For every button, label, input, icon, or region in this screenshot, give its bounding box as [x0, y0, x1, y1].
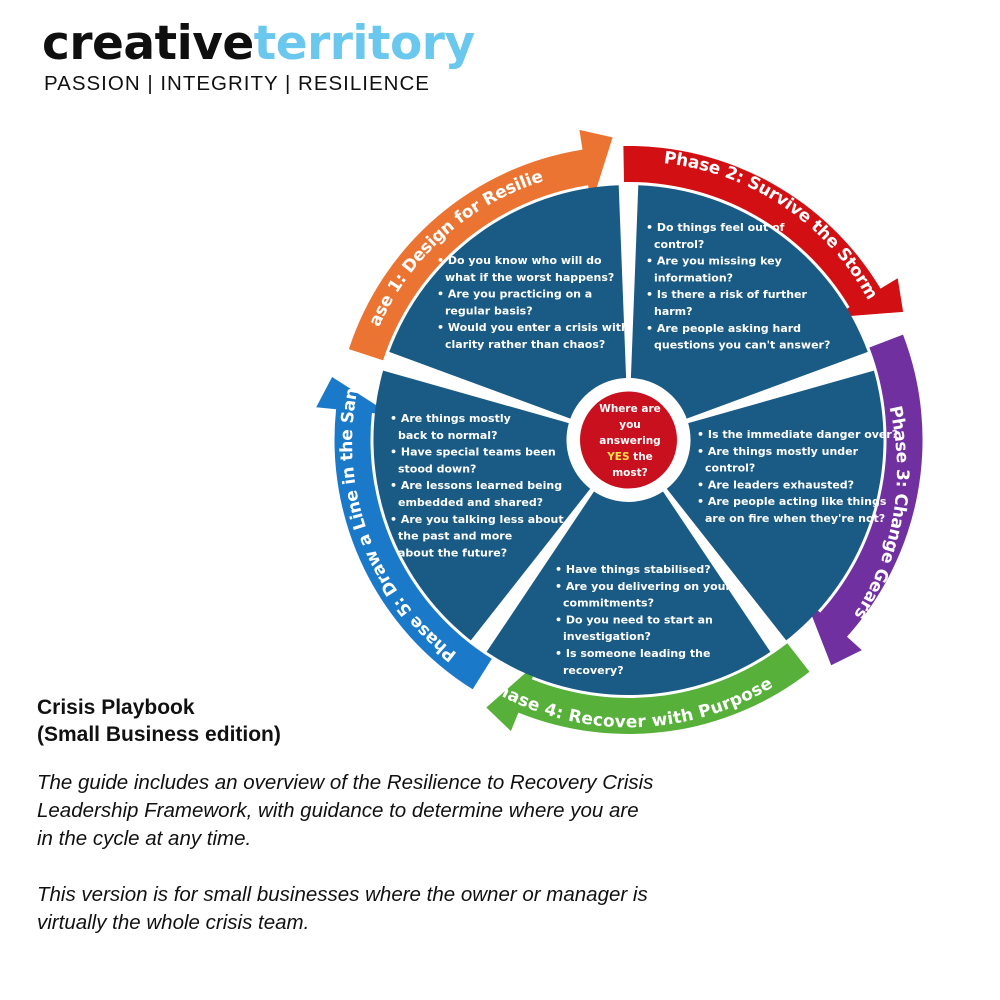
phase-1-question-line: • Would you enter a crisis with: [437, 321, 629, 334]
phase-5-question-line: • Have special teams been: [390, 446, 556, 459]
brand-header: creativeterritory PASSION | INTEGRITY | …: [42, 14, 475, 96]
phase-5-arrow: [316, 377, 492, 690]
phase-4-segment: [486, 491, 771, 696]
center-question-line-5: most?: [612, 467, 648, 479]
phase-3-question-line: • Are leaders exhausted?: [697, 478, 854, 491]
phase-1-question-line: clarity rather than chaos?: [445, 338, 605, 351]
phase-5-segment: [373, 370, 591, 641]
playbook-title-line-1: Crisis Playbook: [37, 696, 195, 719]
phase-2-question-line: • Are people asking hard: [646, 322, 801, 335]
phase-3-question-line: • Are people acting like things: [697, 495, 887, 508]
phase-1-segment: [389, 185, 627, 419]
center-yes: YES: [606, 451, 629, 463]
phase-4-question-line: • Is someone leading the: [555, 647, 710, 660]
center-question-line-1: Where are: [599, 403, 661, 415]
phase-2-question-line: • Is there a risk of further: [646, 288, 807, 301]
phase-3-segment: [666, 370, 884, 641]
playbook-description: The guide includes an overview of the Re…: [37, 769, 657, 937]
phase-2-arrow: [623, 145, 904, 318]
phase-5-question-line: back to normal?: [398, 429, 497, 442]
description-paragraph-1: The guide includes an overview of the Re…: [37, 771, 654, 850]
playbook-title-line-2: (Small Business edition): [37, 723, 281, 746]
center-question-line-4: YES the: [606, 451, 653, 463]
phase-2-question-line: control?: [654, 238, 704, 251]
phase-5-question-line: embedded and shared?: [398, 496, 543, 509]
phase-2-segment: [630, 185, 868, 419]
phase-5-question-line: stood down?: [398, 462, 476, 475]
phase-2-question-line: • Do things feel out of: [646, 221, 785, 234]
phase-3-question-line: • Is the immediate danger over?: [697, 428, 898, 441]
center-question-line-3: answering: [599, 435, 660, 447]
phase-2-question-line: harm?: [654, 305, 693, 318]
center-hub: [577, 388, 680, 492]
phase-5-question-line: • Are lessons learned being: [390, 479, 562, 492]
logo-word-creative: creative: [42, 16, 254, 71]
phase-5-question-line: about the future?: [398, 546, 507, 559]
phase-3-arrow: [805, 334, 923, 666]
phase-4-arrow: [486, 643, 810, 735]
phase-1-question-line: what if the worst happens?: [445, 271, 614, 284]
creative-territory-logo: creativeterritory: [42, 14, 475, 74]
phase-2-question-line: • Are you missing key: [646, 255, 782, 268]
phase-1-question-line: • Do you know who will do: [437, 254, 602, 267]
phase-3-question-line: control?: [705, 462, 755, 475]
phase-4-question-line: • Have things stabilised?: [555, 563, 711, 576]
center-question-line-2: you: [619, 419, 641, 431]
phase-4-question-line: investigation?: [563, 630, 651, 643]
phase-1-question-line: • Are you practicing on a: [437, 288, 592, 301]
phase-3-question-line: • Are things mostly under: [697, 445, 859, 458]
phase-1-question-line: regular basis?: [445, 304, 533, 317]
phase-3-question-line: are on fire when they're not?: [705, 512, 885, 525]
phase-2-question-line: questions you can't answer?: [654, 339, 830, 352]
phase-5-question-line: • Are you talking less about: [390, 513, 564, 526]
logo-word-territory: territory: [253, 16, 475, 71]
phase-1-arrow: [348, 129, 613, 361]
playbook-title: Crisis Playbook (Small Business edition): [37, 694, 281, 748]
phase-4-question-line: • Are you delivering on your: [555, 580, 731, 593]
phase-4-question-line: recovery?: [563, 664, 624, 677]
tagline: PASSION | INTEGRITY | RESILIENCE: [44, 72, 430, 95]
phase-2-question-line: information?: [654, 271, 733, 284]
phase-5-question-line: • Are things mostly: [390, 412, 511, 425]
center-the: the: [630, 451, 653, 463]
description-paragraph-2: This version is for small businesses whe…: [37, 883, 648, 934]
phase-4-question-line: • Do you need to start an: [555, 613, 713, 626]
phase-4-question-line: commitments?: [563, 597, 654, 610]
phase-5-question-line: the past and more: [398, 530, 512, 543]
